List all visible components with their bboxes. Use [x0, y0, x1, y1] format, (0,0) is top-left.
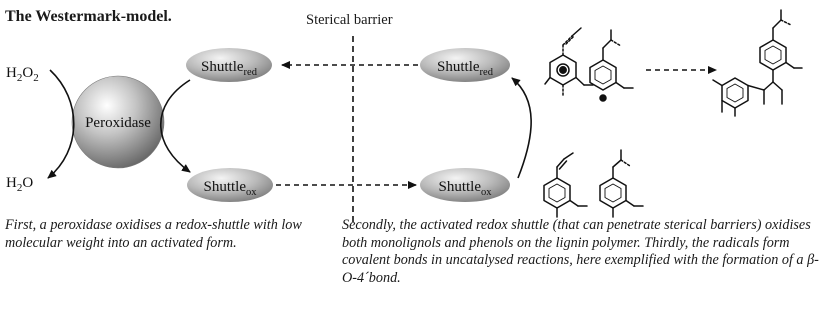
- caption-step-one: First, a peroxidase oxidises a redox-shu…: [5, 217, 302, 251]
- shuttle-ox-right: Shuttleox: [420, 168, 510, 202]
- h2o2-to-h2o-arrow: [47, 69, 75, 179]
- beta-o-4-bond-label: β-O-4´bond.: [342, 252, 819, 286]
- phenol-substrate-structure: [599, 149, 644, 218]
- svg-text:Shuttlered: Shuttlered: [437, 59, 494, 78]
- svg-text:Shuttleox: Shuttleox: [203, 179, 257, 198]
- shuttle-red-right: Shuttlered: [420, 48, 510, 82]
- caption-steps-two-three-text: Secondly, the activated redox shuttle (t…: [342, 217, 811, 268]
- svg-text:Shuttleox: Shuttleox: [438, 179, 492, 198]
- shuttle-red-to-ox-arrow: [159, 79, 191, 173]
- shuttle-ox-left: Shuttleox: [187, 168, 273, 202]
- sterical-barrier-label: Sterical barrier: [306, 12, 393, 28]
- h2o2-label: H2O2: [6, 65, 39, 84]
- caption-steps-two-three: Secondly, the activated redox shuttle (t…: [342, 217, 820, 287]
- peroxidase-label: Peroxidase: [85, 115, 151, 131]
- phenol-radical-structure: [589, 29, 634, 102]
- svg-text:Shuttlered: Shuttlered: [201, 59, 258, 78]
- shuttle-red-left: Shuttlered: [186, 48, 272, 82]
- monolignol-substrate-structure: [543, 152, 588, 218]
- monolignol-radical-structure: [544, 27, 594, 96]
- h2o-label: H2O: [6, 175, 33, 194]
- peroxidase-sphere: [71, 75, 165, 169]
- coupled-product-structure: [712, 9, 803, 117]
- oxidation-arrow: [511, 77, 532, 179]
- diagram-title: The Westermark-model.: [5, 8, 172, 25]
